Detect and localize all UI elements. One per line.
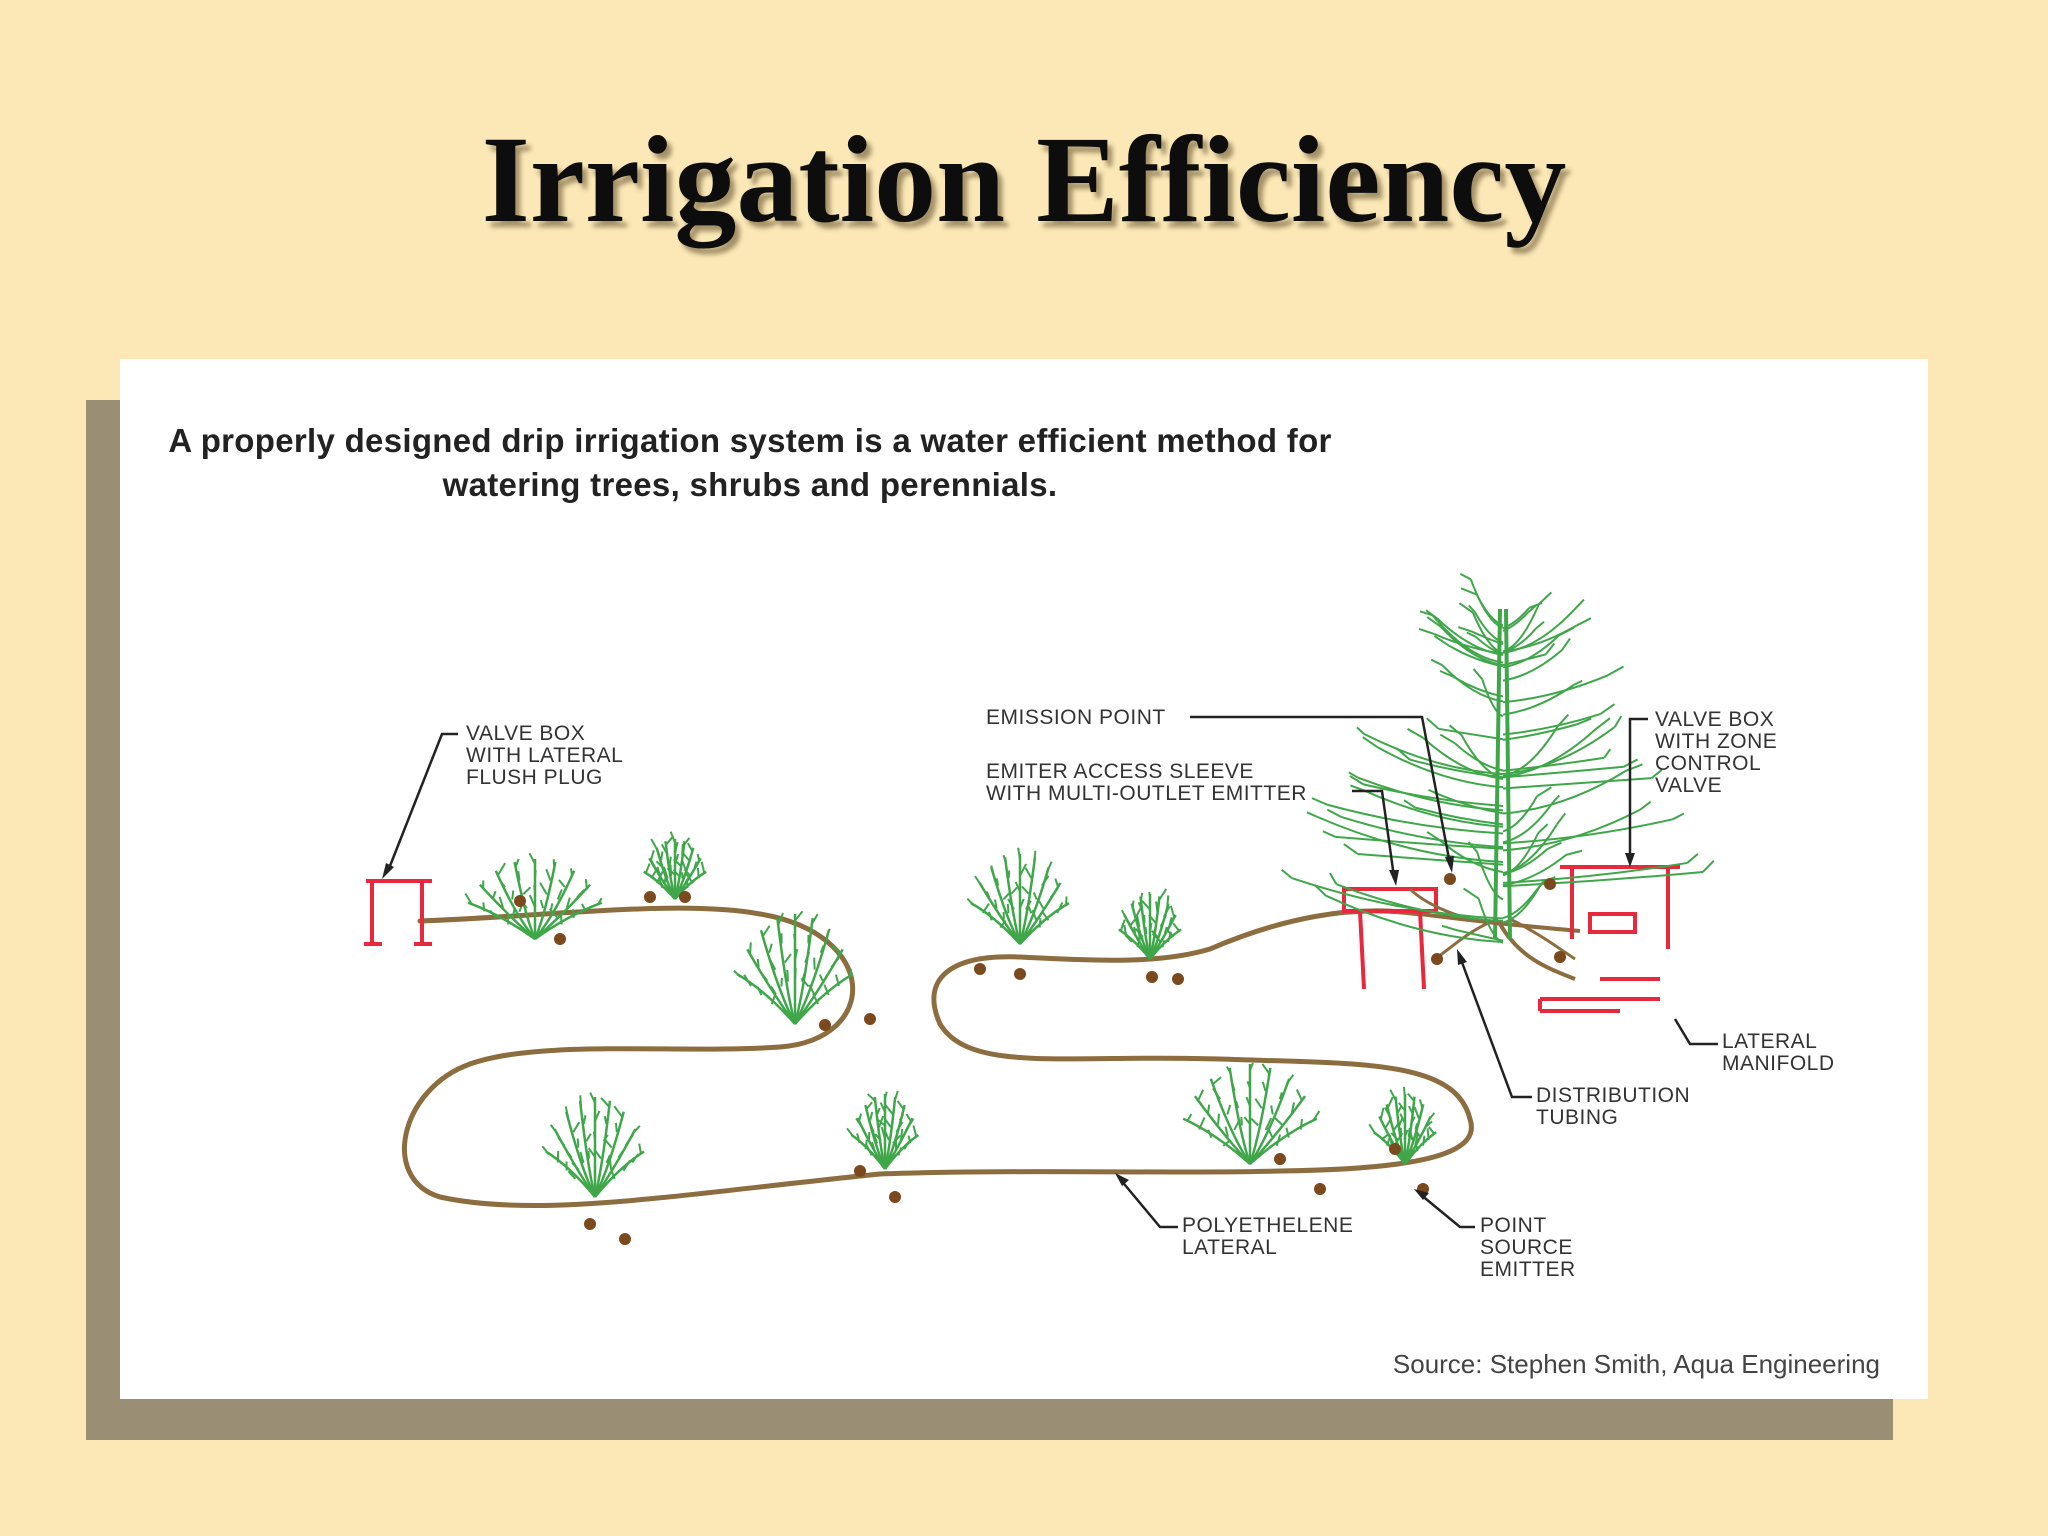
emitter-dot xyxy=(1274,1153,1286,1165)
point-source-emitters xyxy=(514,873,1566,1245)
tree-crown xyxy=(1281,573,1715,944)
diagram-drawing xyxy=(364,573,1718,1245)
emitter-dot xyxy=(1544,878,1556,890)
label-lateral-manifold: Lateral manifold xyxy=(1722,1030,1835,1075)
label-point-source-emitter: Point source emitter xyxy=(1480,1214,1576,1281)
valve-box-zone-control xyxy=(1538,865,1680,1013)
label-distribution-tubing: Distribution tubing xyxy=(1536,1084,1691,1129)
emitter-dot xyxy=(974,963,986,975)
emitter-dot xyxy=(1431,953,1443,965)
label-valve-box-zone: Valve box with zone control valve xyxy=(1655,708,1778,797)
leader-lines xyxy=(382,715,1718,1229)
shrub xyxy=(1368,1086,1437,1165)
emitter-dot xyxy=(514,895,526,907)
shrub xyxy=(733,910,854,1025)
shrub xyxy=(1118,888,1182,960)
tree xyxy=(1281,573,1715,961)
figure-caption: A properly designed drip irrigation syst… xyxy=(168,422,1332,503)
slide-title: Irrigation Efficiency xyxy=(481,111,1567,248)
figure-source: Source: Stephen Smith, Aqua Engineering xyxy=(1392,1349,1880,1379)
emitter-dot xyxy=(889,1191,901,1203)
emitter-dot xyxy=(819,1019,831,1031)
emitter-dot xyxy=(1314,1183,1326,1195)
emitter-dot xyxy=(1554,951,1566,963)
emitter-dot xyxy=(619,1233,631,1245)
shrub xyxy=(541,1092,645,1198)
emitter-access-sleeve xyxy=(1342,887,1438,990)
emitter-dot xyxy=(1389,1143,1401,1155)
emitter-dot xyxy=(644,891,656,903)
emitter-dot xyxy=(679,891,691,903)
shrub xyxy=(1182,1062,1321,1165)
label-emitter-access-sleeve: Emiter access sleeve with multi-outlet e… xyxy=(986,760,1307,805)
shrub xyxy=(966,847,1070,945)
emitter-dot xyxy=(554,933,566,945)
emitter-dot xyxy=(1172,973,1184,985)
emitter-dot xyxy=(1146,971,1158,983)
shrub xyxy=(643,831,707,900)
shrub xyxy=(846,1090,920,1170)
label-emission-point: Emission point xyxy=(986,706,1166,729)
emitter-dot xyxy=(864,1013,876,1025)
shrub xyxy=(464,852,603,941)
emitter-dot xyxy=(854,1165,866,1177)
emitter-dot xyxy=(1014,968,1026,980)
emitter-dot xyxy=(1444,873,1456,885)
drip-irrigation-diagram: A properly designed drip irrigation syst… xyxy=(120,359,1928,1399)
shrubs xyxy=(464,831,1437,1198)
emitter-dot xyxy=(584,1218,596,1230)
valve-box-flush-plug xyxy=(364,879,432,946)
polyethelene-lateral-tubing xyxy=(402,905,1474,1209)
label-valve-box-flush: Valve box with lateral flush plug xyxy=(466,722,624,789)
label-polyethelene-lateral: Polyethelene lateral xyxy=(1182,1214,1354,1259)
